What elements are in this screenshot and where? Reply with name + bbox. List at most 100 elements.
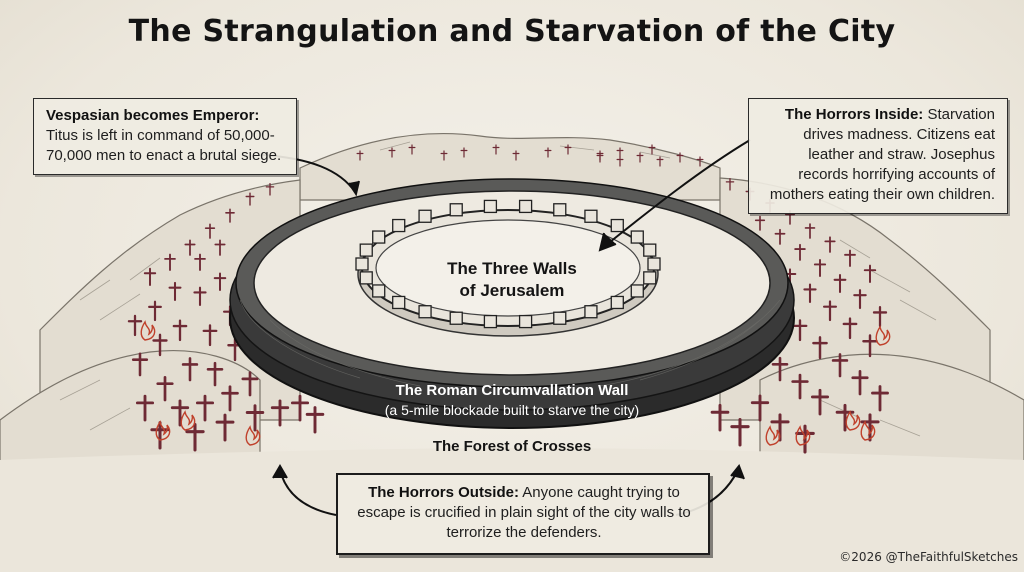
- flame-icon: [155, 420, 171, 441]
- cross-icon: [270, 399, 290, 427]
- cross-icon: [725, 178, 735, 191]
- arrow-icon: [598, 232, 617, 252]
- cross-icon: [791, 373, 809, 400]
- wall-tower: [418, 305, 432, 319]
- cross-icon: [656, 156, 664, 167]
- flame-icon: [180, 410, 196, 431]
- cross-icon: [127, 314, 143, 337]
- note-horrors-inside: The Horrors Inside: Starvation drives ma…: [748, 98, 1008, 214]
- cross-icon: [213, 272, 227, 291]
- wall-tower: [643, 271, 657, 285]
- cross-icon: [185, 423, 205, 452]
- wall-tower: [518, 199, 533, 214]
- wall-tower: [553, 311, 567, 325]
- cross-icon: [710, 403, 730, 432]
- cross-icon: [225, 208, 235, 223]
- cross-icon: [356, 150, 364, 161]
- note-body: Titus is left in command of 50,000-70,00…: [46, 127, 282, 164]
- cross-icon: [152, 333, 168, 357]
- arrow-icon: [348, 180, 360, 197]
- label-three-walls: The Three Walls of Jerusalem: [400, 258, 624, 302]
- cross-icon: [842, 317, 858, 340]
- note-body: Starvation drives madness. Citizens eat …: [769, 106, 995, 203]
- flame-icon: [795, 425, 811, 446]
- cross-icon: [544, 147, 552, 158]
- note-heading: Vespasian becomes Emperor:: [46, 107, 260, 124]
- cross-icon: [202, 324, 218, 347]
- label-forest-of-crosses: The Forest of Crosses: [432, 438, 592, 455]
- wall-tower: [584, 209, 598, 223]
- cross-icon: [648, 144, 656, 155]
- copyright: ©2026 @TheFaithfulSketches: [839, 550, 1018, 564]
- label-circumvallation: The Roman Circumvallation Wall: [395, 382, 629, 399]
- cross-icon: [822, 300, 838, 322]
- cross-icon: [804, 223, 816, 239]
- cross-icon: [194, 253, 206, 271]
- cross-icon: [844, 249, 856, 267]
- cross-icon: [774, 228, 786, 245]
- flame-icon: [860, 420, 876, 441]
- cross-icon: [193, 286, 207, 307]
- cross-icon: [824, 236, 836, 253]
- cross-icon: [596, 152, 604, 163]
- arrow-icon: [272, 464, 288, 479]
- cross-icon: [862, 334, 878, 358]
- wall-tower: [630, 284, 644, 298]
- cross-icon: [206, 361, 224, 387]
- cross-icon: [813, 258, 827, 277]
- cross-icon: [215, 413, 235, 442]
- wall-tower: [630, 230, 644, 244]
- cross-icon: [290, 394, 310, 422]
- cross-icon: [195, 394, 215, 422]
- cross-icon: [810, 388, 830, 416]
- cross-icon: [440, 150, 448, 161]
- cross-icon: [812, 336, 828, 360]
- note-heading: The Horrors Outside:: [368, 484, 519, 501]
- cross-icon: [150, 421, 170, 450]
- wall-tower: [359, 243, 373, 257]
- cross-icon: [245, 404, 265, 432]
- wall-tower: [610, 218, 624, 233]
- hill-right-2: [759, 353, 1024, 471]
- cross-icon: [135, 394, 155, 422]
- cross-icon: [170, 399, 190, 427]
- label-line: The Three Walls: [447, 259, 577, 278]
- arrow-icon: [604, 139, 751, 247]
- wall-tower: [359, 271, 373, 285]
- hill-hatching: [59, 141, 937, 437]
- wall-tower: [518, 314, 533, 329]
- wall-tower: [392, 295, 406, 310]
- cross-icon: [221, 385, 239, 412]
- wall-tower: [418, 209, 432, 223]
- wall-tower: [449, 311, 463, 325]
- cross-icon: [156, 375, 174, 402]
- cross-icon: [492, 144, 500, 155]
- label-circumvallation-sub: (a 5-mile blockade built to starve the c…: [384, 402, 640, 418]
- cross-icon: [245, 192, 255, 206]
- cross-icon: [164, 253, 176, 271]
- note-body: Anyone caught trying to escape is crucif…: [357, 484, 691, 541]
- cross-icon: [872, 306, 888, 328]
- cross-icon: [851, 370, 869, 396]
- flame-icon: [140, 320, 156, 341]
- cross-icon: [388, 147, 396, 158]
- cross-icon: [871, 385, 889, 412]
- label-line: of Jerusalem: [459, 281, 565, 300]
- wall-tower: [372, 230, 386, 244]
- cross-icon: [168, 281, 182, 302]
- cross-icon: [833, 274, 847, 294]
- wall-tower: [647, 257, 661, 271]
- forest-of-crosses: [127, 144, 889, 454]
- flame-icon: [875, 325, 891, 346]
- cross-icon: [831, 353, 849, 378]
- cross-icon: [792, 319, 808, 342]
- cross-icon: [564, 144, 572, 155]
- cross-icon: [803, 283, 817, 304]
- cross-icon: [771, 356, 789, 382]
- wall-tower: [392, 218, 406, 233]
- flame-icon: [765, 425, 781, 446]
- flame-icon: [245, 425, 261, 446]
- cross-icon: [143, 267, 157, 286]
- note-heading: The Horrors Inside:: [784, 106, 924, 123]
